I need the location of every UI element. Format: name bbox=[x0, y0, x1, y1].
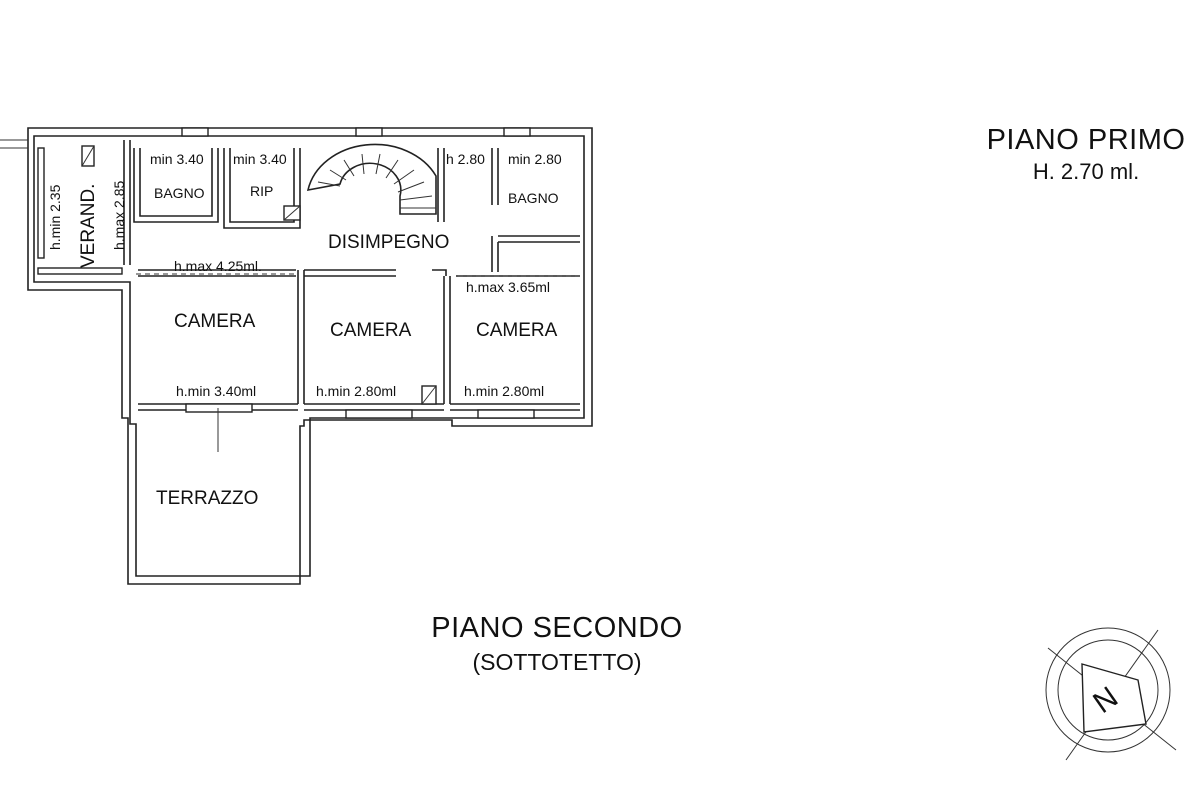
room-label-veranda: VERAND. bbox=[78, 184, 99, 268]
spiral-staircase bbox=[306, 143, 437, 215]
height-bagno-2: min 2.80 bbox=[508, 151, 562, 167]
height-camera-3-min: h.min 2.80ml bbox=[464, 383, 544, 399]
height-bagno-1: min 3.40 bbox=[150, 151, 204, 167]
room-label-camera-1: CAMERA bbox=[174, 311, 256, 332]
piano-secondo-block: PIANO SECONDO (SOTTOTETTO) bbox=[400, 612, 714, 676]
room-label-bagno-1: BAGNO bbox=[154, 185, 205, 201]
piano-primo-title: PIANO PRIMO bbox=[986, 124, 1186, 156]
outer-walls bbox=[0, 127, 593, 585]
piano-primo-height: H. 2.70 ml. bbox=[1032, 159, 1140, 184]
height-veranda-max: h.max 2.85 bbox=[111, 181, 127, 250]
room-label-camera-2: CAMERA bbox=[330, 320, 412, 341]
windows bbox=[37, 127, 535, 452]
height-lines bbox=[136, 273, 580, 277]
height-annotations: h.min 2.35 h.max 2.85 min 3.40 min 3.40 … bbox=[47, 151, 562, 399]
height-disimpegno-max: h.max 4.25ml. bbox=[174, 258, 262, 274]
room-label-camera-3: CAMERA bbox=[476, 320, 558, 341]
room-labels: VERAND. BAGNO RIP DISIMPEGNO BAGNO CAMER… bbox=[78, 183, 559, 509]
height-veranda-min: h.min 2.35 bbox=[47, 184, 63, 250]
north-compass: N bbox=[1045, 627, 1177, 761]
height-camera-2-min: h.min 2.80ml bbox=[316, 383, 396, 399]
interior-walls bbox=[123, 140, 580, 411]
piano-secondo-subtitle: (SOTTOTETTO) bbox=[472, 649, 642, 675]
height-rip: min 3.40 bbox=[233, 151, 287, 167]
room-label-bagno-2: BAGNO bbox=[508, 190, 559, 206]
flue-boxes bbox=[81, 145, 437, 405]
piano-secondo-title: PIANO SECONDO bbox=[431, 612, 683, 644]
room-label-disimpegno: DISIMPEGNO bbox=[328, 232, 449, 253]
height-camera-1-min: h.min 3.40ml bbox=[176, 383, 256, 399]
height-stair: h 2.80 bbox=[446, 151, 485, 167]
piano-primo-block: PIANO PRIMO H. 2.70 ml. bbox=[972, 124, 1200, 185]
room-label-terrazzo: TERRAZZO bbox=[156, 488, 258, 509]
room-label-rip: RIP bbox=[250, 183, 273, 199]
height-camera-3-max: h.max 3.65ml bbox=[466, 279, 550, 295]
